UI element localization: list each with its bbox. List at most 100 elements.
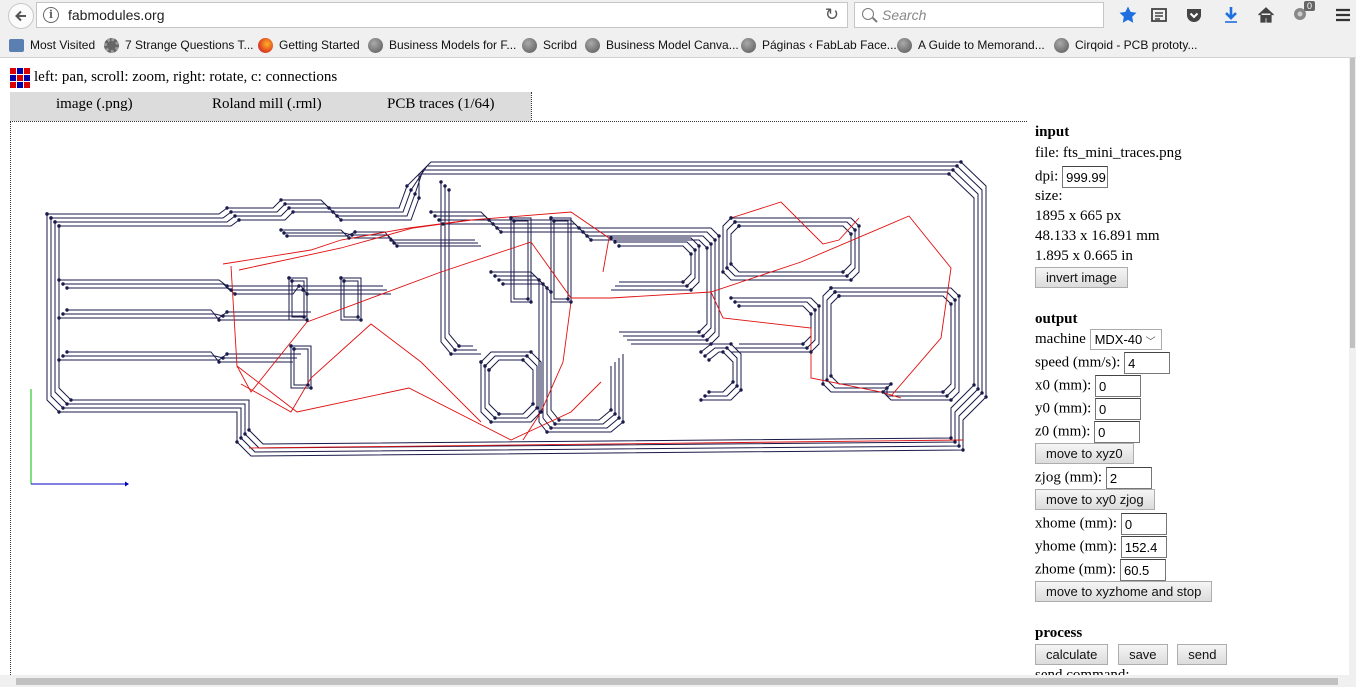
tab-image-png[interactable]: image (.png) — [56, 96, 133, 112]
machine-select[interactable]: MDX-40﹀ — [1089, 329, 1162, 350]
globe-icon — [522, 37, 537, 53]
toolpath-vertices — [45, 160, 988, 452]
output-heading: output — [1035, 311, 1078, 327]
toolpath-vertex — [617, 416, 621, 420]
bookmark-item[interactable]: Páginas ‹ FabLab Face... — [741, 36, 897, 54]
back-button[interactable] — [8, 3, 34, 29]
process-heading: process — [1035, 625, 1083, 641]
x0-field[interactable]: 0 — [1095, 375, 1141, 397]
toolpath-vertex — [949, 436, 953, 440]
input-file: file: fts_mini_traces.png — [1035, 145, 1182, 161]
toolpath-vertex — [853, 228, 857, 232]
toolpath-vertex — [292, 347, 296, 351]
move-to-xyz0-button[interactable]: move to xyz0 — [1035, 443, 1134, 464]
send-command-label: send command: — [1035, 667, 1130, 676]
move-to-xyzhome-button[interactable]: move to xyzhome and stop — [1035, 581, 1213, 602]
bookmark-item[interactable]: 7 Strange Questions T... — [104, 36, 254, 54]
vertical-scrollbar[interactable] — [1349, 58, 1356, 675]
reading-list-icon[interactable] — [1148, 4, 1170, 26]
vertical-scroll-thumb[interactable] — [1350, 58, 1355, 348]
module-tabs: image (.png) Roland mill (.rml) PCB trac… — [10, 92, 531, 122]
toolpath-vertex — [61, 282, 65, 286]
bookmark-scribd[interactable]: Scribd — [522, 36, 577, 54]
toolpath-vertex — [297, 284, 301, 288]
download-icon[interactable] — [1220, 4, 1242, 26]
send-button[interactable]: send — [1177, 644, 1228, 665]
trace — [59, 353, 301, 361]
tab-pcb-traces[interactable]: PCB traces (1/64) — [387, 96, 495, 112]
toolpath-vertex — [689, 252, 693, 256]
speed-field[interactable]: 4 — [1124, 352, 1171, 374]
toolpath-view[interactable] — [11, 122, 1028, 687]
z0-field[interactable]: 0 — [1094, 421, 1141, 443]
dpi-field[interactable]: 999.99 — [1062, 166, 1109, 188]
zjog-field[interactable]: 2 — [1105, 467, 1152, 489]
menu-icon[interactable] — [1332, 4, 1354, 26]
search-input[interactable]: Search — [854, 2, 1104, 28]
url-bar[interactable]: i fabmodules.org ↻ — [36, 2, 848, 28]
toolpath-vertex — [949, 398, 953, 402]
bookmark-item[interactable]: Business Models for F... — [368, 36, 516, 54]
toolpath-vertex — [65, 308, 69, 312]
board-outline-trace — [50, 165, 983, 453]
toolpath-vertex — [980, 391, 984, 395]
board-outline-trace — [46, 161, 987, 457]
toolpath-vertex — [881, 390, 885, 394]
toolpath-vertex — [549, 426, 553, 430]
toolpath-vertex — [545, 430, 549, 434]
toolpath-vertex — [949, 302, 953, 306]
zhome-field[interactable]: 60.5 — [1119, 559, 1166, 581]
connection-move — [522, 301, 572, 441]
toolpath-vertex — [395, 244, 399, 248]
toolpath-vertex — [553, 422, 557, 426]
pocket-icon[interactable] — [1183, 4, 1205, 26]
move-to-xy0-zjog-button[interactable]: move to xy0 zjog — [1035, 489, 1155, 510]
info-icon[interactable]: i — [43, 7, 59, 23]
notifications-icon[interactable]: 0 — [1291, 1, 1316, 26]
toolpath-vertex — [437, 218, 441, 222]
trace — [739, 305, 812, 345]
toolpath-vertex — [45, 212, 49, 216]
toolpath-vertex — [961, 448, 965, 452]
save-button[interactable]: save — [1118, 644, 1168, 665]
horizontal-scroll-thumb[interactable] — [16, 678, 1338, 685]
toolpath-vertex — [417, 196, 421, 200]
toolpath-vertex — [609, 236, 613, 240]
toolpath-vertex — [889, 382, 893, 386]
bookmark-getting-started[interactable]: Getting Started — [258, 36, 360, 54]
calculate-button[interactable]: calculate — [1035, 644, 1109, 665]
toolpath-canvas[interactable] — [10, 121, 1027, 687]
trace — [503, 283, 612, 421]
toolpath-vertex — [287, 206, 291, 210]
trace — [708, 351, 734, 393]
toolpath-vertex — [287, 276, 291, 280]
yhome-label: yhome (mm): — [1035, 538, 1118, 555]
bookmark-item[interactable]: A Guide to Memorand... — [897, 36, 1045, 54]
tab-roland-mill[interactable]: Roland mill (.rml) — [212, 96, 322, 112]
toolpath-vertex — [703, 394, 707, 398]
bookmark-item[interactable]: Business Model Canva... — [585, 36, 739, 54]
trace — [63, 313, 307, 317]
toolpath-vertex — [443, 184, 447, 188]
bookmark-item[interactable]: Cirqoid - PCB prototy... — [1054, 36, 1197, 54]
toolpath-vertex — [65, 350, 69, 354]
toolpath-vertex — [733, 220, 737, 224]
toolpath-vertex — [491, 222, 495, 226]
bookmark-most-visited[interactable]: Most Visited — [9, 36, 95, 54]
bookmark-star-icon[interactable] — [1117, 4, 1139, 26]
toolpath-vertex — [813, 308, 817, 312]
invert-image-button[interactable]: invert image — [1035, 267, 1128, 288]
toolpath-vertex — [290, 279, 294, 283]
toolpath-vertex — [225, 352, 229, 356]
toolpath-vertex — [347, 236, 351, 240]
y0-field[interactable]: 0 — [1095, 398, 1141, 420]
yhome-field[interactable]: 152.4 — [1120, 536, 1167, 558]
xhome-field[interactable]: 0 — [1120, 513, 1167, 535]
reload-icon[interactable]: ↻ — [824, 5, 839, 24]
toolpath-vertex — [279, 228, 283, 232]
horizontal-scrollbar[interactable] — [0, 675, 1356, 687]
globe-icon — [897, 37, 912, 53]
trace — [726, 221, 856, 277]
toolpath-vertex — [721, 350, 725, 354]
home-icon[interactable] — [1255, 4, 1277, 26]
